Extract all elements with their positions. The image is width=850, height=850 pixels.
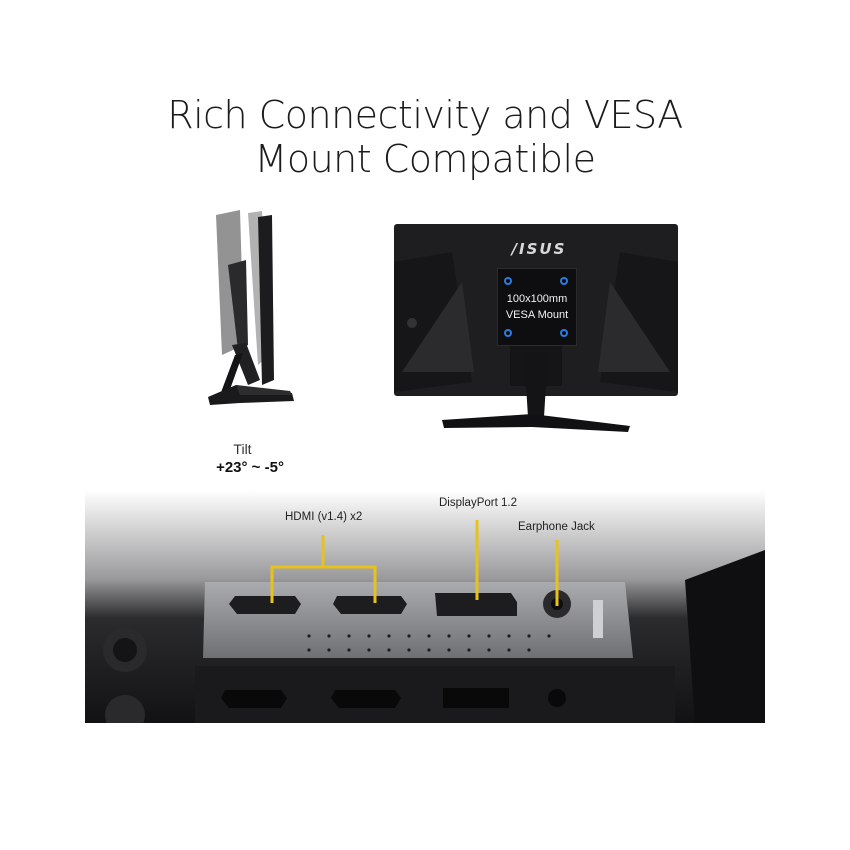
vesa-size: 100x100mm (506, 293, 568, 305)
port-closeup-photo (85, 490, 765, 723)
vesa-mount-area: 100x100mm VESA Mount (497, 268, 577, 346)
vesa-hole-icon (504, 329, 512, 337)
headline-line-1: Rich Connectivity and VESA (167, 93, 683, 137)
earphone-jack-label: Earphone Jack (518, 521, 595, 533)
displayport-label: DisplayPort 1.2 (439, 497, 517, 509)
tilt-label: Tilt (233, 441, 252, 457)
vesa-hole-icon (504, 277, 512, 285)
headline-line-2: Mount Compatible (254, 137, 596, 181)
vesa-label: VESA Mount (505, 309, 569, 321)
brand-logo: /ISUS (511, 240, 567, 258)
tilt-monitor-illustration (208, 210, 294, 405)
vesa-hole-icon (560, 277, 568, 285)
hdmi-label: HDMI (v1.4) x2 (285, 511, 363, 523)
vesa-hole-icon (560, 329, 568, 337)
rear-monitor-illustration (394, 224, 678, 432)
tilt-range: +23° ~ -5° (216, 459, 284, 476)
